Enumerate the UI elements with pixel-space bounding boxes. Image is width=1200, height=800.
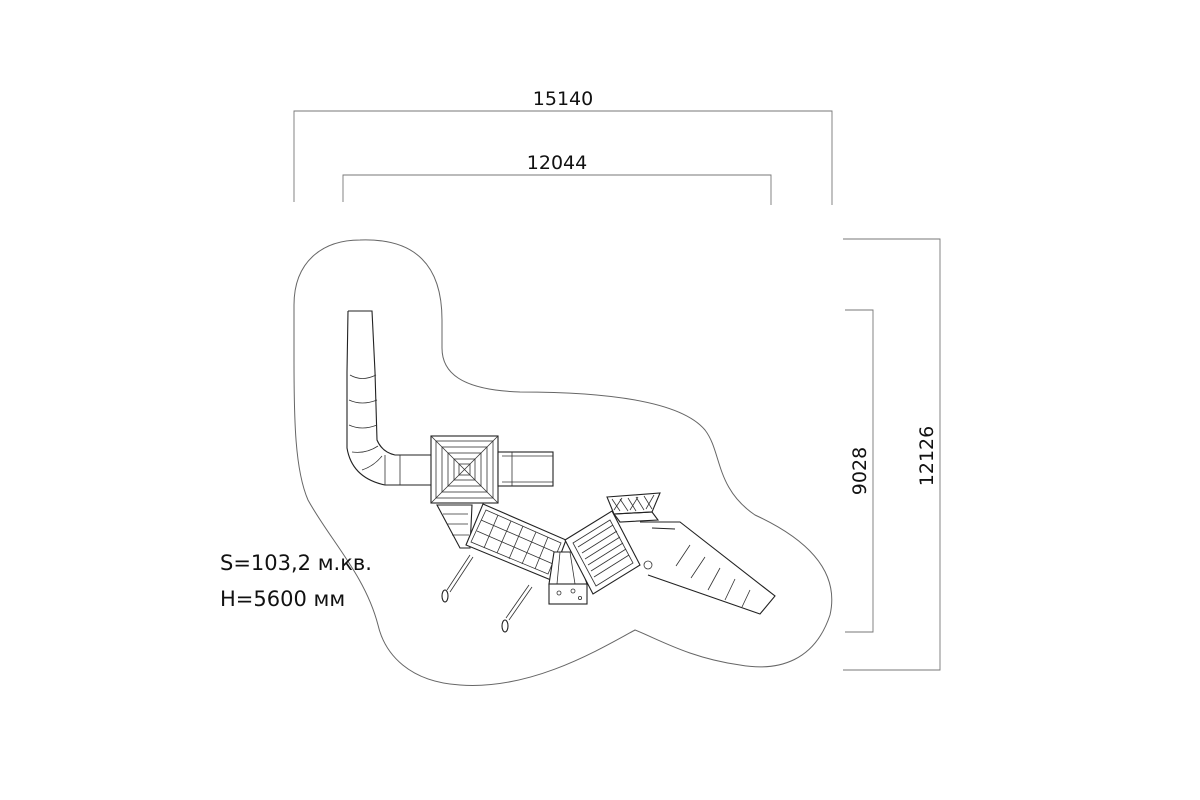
dimension-width-outer: 15140 — [293, 88, 833, 205]
tower-pyramid-roof — [430, 435, 499, 504]
tower-right — [564, 510, 641, 595]
roof-platform — [606, 492, 661, 523]
straight-slide — [497, 451, 554, 487]
dimension-height-inner-label: 9028 — [849, 447, 871, 495]
dimension-height-inner: 9028 — [845, 309, 874, 633]
tube-slide-right — [640, 521, 776, 615]
area-label: S=103,2 м.кв. — [220, 551, 372, 575]
dimension-width-outer-label: 15140 — [533, 88, 593, 110]
safety-zone-outline — [293, 239, 833, 686]
dimension-height-outer-label: 12126 — [916, 426, 938, 486]
dimension-height-outer: 12126 — [843, 238, 941, 671]
tube-slide-left — [346, 310, 432, 486]
playground-equipment — [346, 310, 776, 633]
height-label: H=5600 мм — [220, 587, 345, 611]
rope-swings — [441, 554, 533, 633]
grid-bridge — [436, 503, 567, 581]
dimension-width-inner-label: 12044 — [527, 152, 587, 174]
dimension-width-inner: 12044 — [342, 152, 772, 205]
